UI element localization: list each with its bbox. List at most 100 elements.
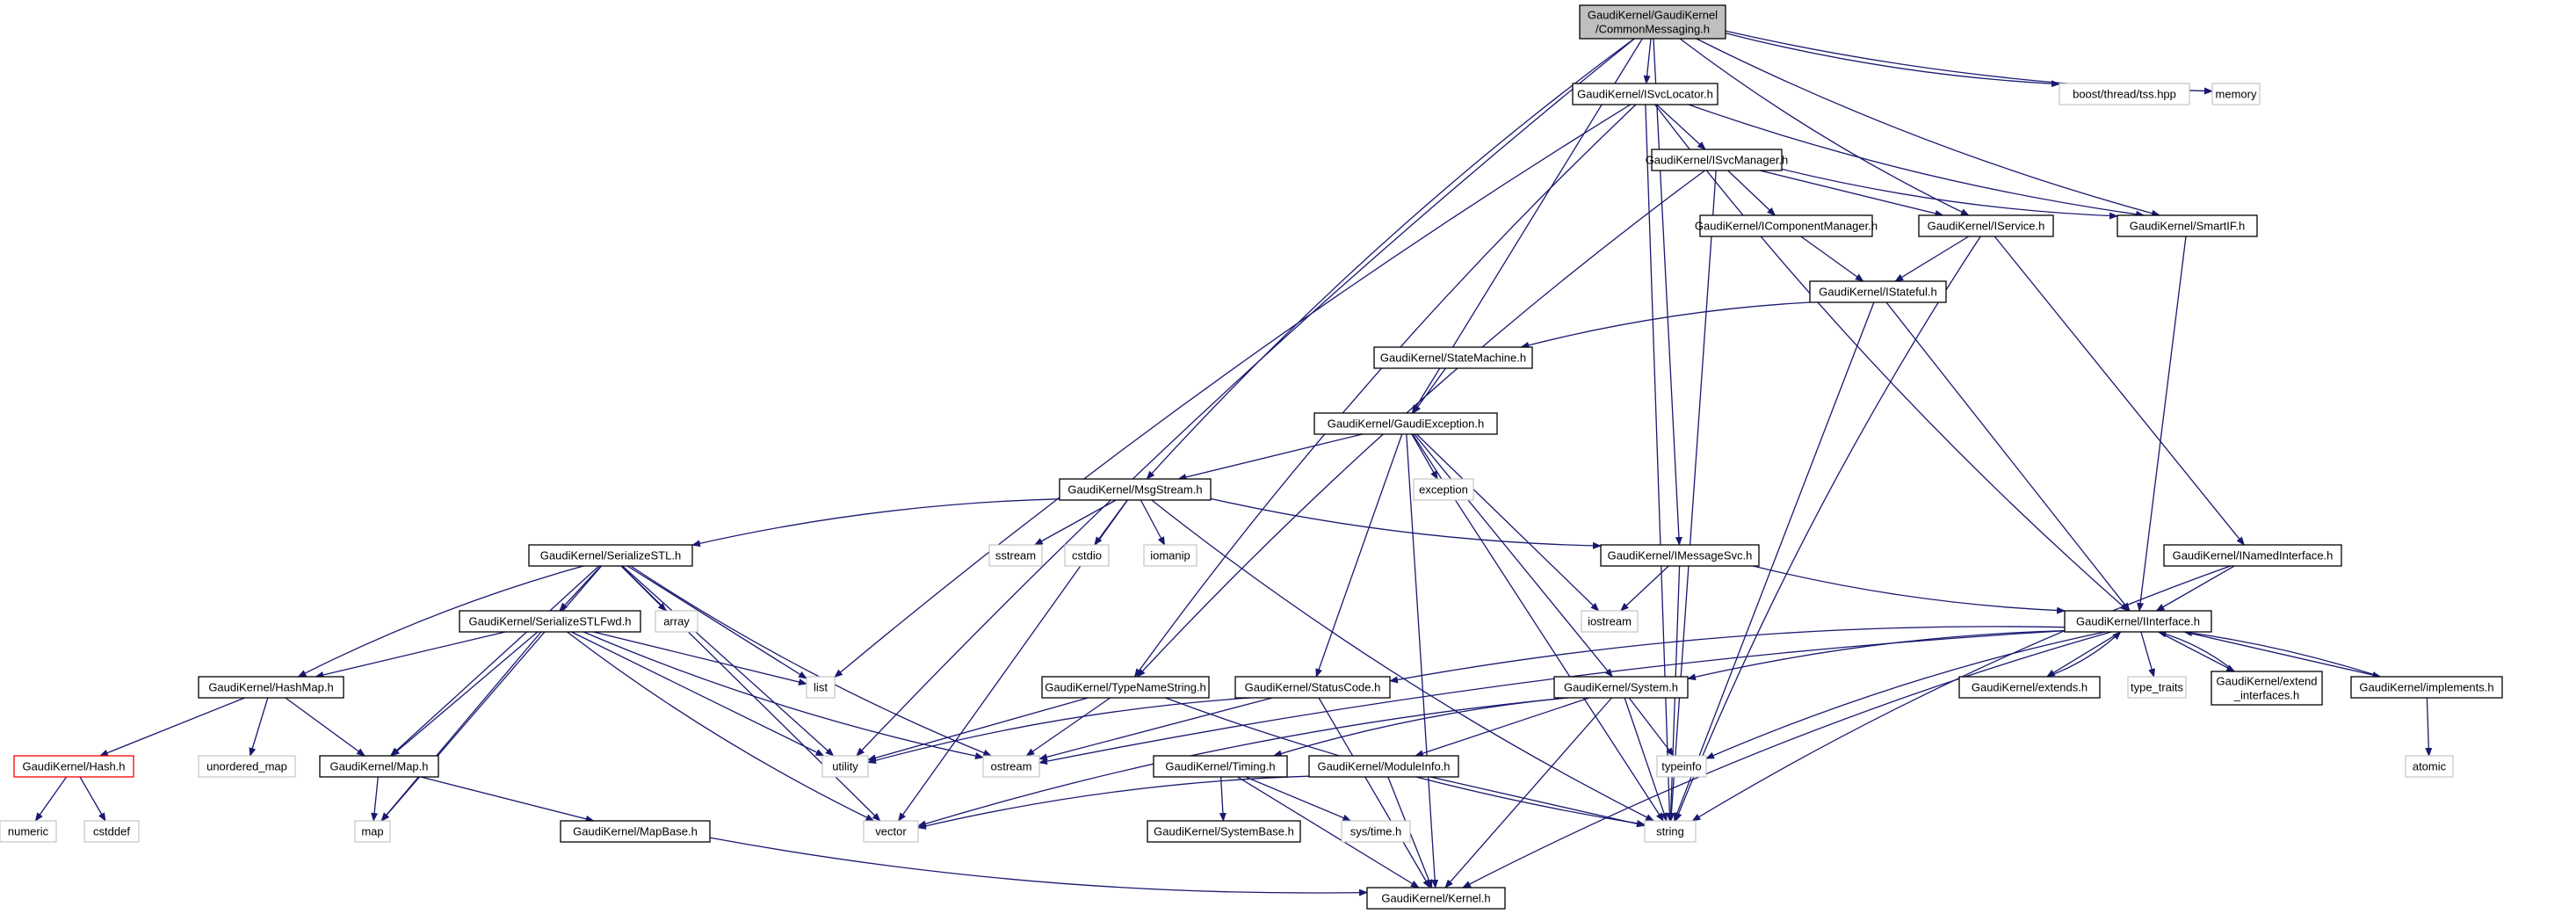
node-statemachine[interactable]: GaudiKernel/StateMachine.h xyxy=(1373,346,1533,369)
node-hash[interactable]: GaudiKernel/Hash.h xyxy=(13,755,134,778)
node-typeinfo: typeinfo xyxy=(1656,755,1707,778)
node-box xyxy=(2064,610,2212,633)
edge-line xyxy=(621,565,835,757)
node-timing[interactable]: GaudiKernel/Timing.h xyxy=(1153,755,1288,778)
edge-line xyxy=(593,631,807,686)
edge-isvcmanager-to-icomponentmanager xyxy=(1727,170,1776,216)
node-label: GaudiKernel/SerializeSTL.h xyxy=(540,549,681,562)
node-label: numeric xyxy=(8,825,49,838)
node-box xyxy=(528,544,693,567)
node-box xyxy=(2211,83,2261,105)
edge-line xyxy=(567,631,875,822)
edge-line xyxy=(249,697,269,757)
node-isvclocator[interactable]: GaudiKernel/ISvcLocator.h xyxy=(1572,83,1719,105)
edge-imessagesvc-to-iinterface xyxy=(1753,565,2066,614)
node-utility: utility xyxy=(821,755,869,778)
node-extends[interactable]: GaudiKernel/extends.h xyxy=(1958,676,2101,699)
edge-line xyxy=(2155,565,2235,612)
node-box xyxy=(2350,676,2503,699)
node-system[interactable]: GaudiKernel/System.h xyxy=(1553,676,1689,699)
node-serializestl[interactable]: GaudiKernel/SerializeSTL.h xyxy=(528,544,693,567)
node-isvcmanager[interactable]: GaudiKernel/ISvcManager.h xyxy=(1646,149,1789,171)
edge-line xyxy=(1994,236,2245,546)
node-label: GaudiKernel/Timing.h xyxy=(1165,760,1275,773)
edge-line xyxy=(315,631,506,678)
edge-root-to-msgstream xyxy=(1146,38,1635,480)
node-iomanip: iomanip xyxy=(1143,544,1198,567)
edge-line xyxy=(297,565,584,678)
node-box xyxy=(1651,149,1783,171)
node-imessagesvc[interactable]: GaudiKernel/IMessageSvc.h xyxy=(1600,544,1760,567)
edge-iinterface-to-kernel xyxy=(1462,631,2112,889)
edge-system-to-typeinfo xyxy=(1628,697,1675,757)
node-map_h[interactable]: GaudiKernel/Map.h xyxy=(319,755,439,778)
edge-line xyxy=(1668,170,1717,822)
node-icomponentmanager[interactable]: GaudiKernel/IComponentManager.h xyxy=(1695,214,1878,237)
node-kernel[interactable]: GaudiKernel/Kernel.h xyxy=(1366,887,1506,910)
node-box xyxy=(2211,671,2323,706)
node-exception: exception xyxy=(1413,478,1474,501)
node-box xyxy=(1553,676,1689,699)
edge-iservice-to-inamedinterface xyxy=(1994,236,2245,546)
edge-serializestl-to-list xyxy=(626,565,807,679)
edge-gaudiexception-to-msgstream xyxy=(1177,433,1363,481)
edge-isvcmanager-to-string xyxy=(1668,170,1717,822)
node-label: GaudiKernel/extend xyxy=(2217,675,2318,688)
edge-line xyxy=(856,38,1635,757)
node-string: string xyxy=(1644,820,1697,843)
node-serializestlfwd[interactable]: GaudiKernel/SerializeSTLFwd.h xyxy=(459,610,641,633)
node-label: ostream xyxy=(991,760,1032,773)
node-extend_interfaces[interactable]: GaudiKernel/extend_interfaces.h xyxy=(2211,671,2323,706)
node-label: sys/time.h xyxy=(1350,825,1402,838)
edge-hash-to-cstddef xyxy=(79,776,106,822)
node-label: GaudiKernel/MapBase.h xyxy=(573,825,698,838)
edge-line xyxy=(2140,631,2155,678)
edge-line xyxy=(1654,104,2130,612)
edge-statemachine-to-gaudiexception xyxy=(1413,367,1446,414)
edge-line xyxy=(1177,433,1363,481)
node-istateful[interactable]: GaudiKernel/IStateful.h xyxy=(1809,280,1947,303)
edge-msgstream-to-serializestl xyxy=(691,498,1060,548)
node-msgstream[interactable]: GaudiKernel/MsgStream.h xyxy=(1059,478,1212,501)
node-label: GaudiKernel/IInterface.h xyxy=(2076,615,2200,628)
node-map: map xyxy=(354,820,391,843)
edge-line xyxy=(79,776,106,822)
node-mapbase[interactable]: GaudiKernel/MapBase.h xyxy=(560,820,711,843)
edge-root-to-memory xyxy=(1725,30,2213,95)
edge-line xyxy=(380,631,542,822)
node-box xyxy=(982,755,1040,778)
edge-serializestlfwd-to-map xyxy=(380,631,542,822)
node-systembase[interactable]: GaudiKernel/SystemBase.h xyxy=(1147,820,1301,843)
edge-statuscode-to-utility xyxy=(867,697,1251,765)
node-moduleinfo[interactable]: GaudiKernel/ModuleInfo.h xyxy=(1308,755,1459,778)
edge-line xyxy=(285,697,365,757)
edge-line xyxy=(1725,33,2060,88)
edge-line xyxy=(1389,626,2066,684)
node-typenamestring[interactable]: GaudiKernel/TypeNameString.h xyxy=(1041,676,1210,699)
node-box xyxy=(1581,610,1639,633)
node-inamedinterface[interactable]: GaudiKernel/INamedInterface.h xyxy=(2163,544,2342,567)
node-label: sstream xyxy=(995,549,1036,562)
node-implements[interactable]: GaudiKernel/implements.h xyxy=(2350,676,2503,699)
node-box xyxy=(2405,755,2454,778)
edge-root-to-utility xyxy=(856,38,1635,757)
edge-line xyxy=(1781,168,2118,220)
node-iinterface[interactable]: GaudiKernel/IInterface.h xyxy=(2064,610,2212,633)
node-hashmap[interactable]: GaudiKernel/HashMap.h xyxy=(198,676,344,699)
node-statuscode[interactable]: GaudiKernel/StatusCode.h xyxy=(1234,676,1391,699)
node-label: array xyxy=(663,615,690,628)
node-iservice[interactable]: GaudiKernel/IService.h xyxy=(1918,214,2054,237)
edge-extends-to-iinterface xyxy=(2046,631,2122,678)
node-smartif[interactable]: GaudiKernel/SmartIF.h xyxy=(2117,214,2258,237)
node-box xyxy=(1699,214,1873,237)
edge-statuscode-to-kernel xyxy=(1318,697,1431,889)
edge-line xyxy=(1894,236,1970,282)
edge-moduleinfo-to-vector xyxy=(917,775,1310,830)
edge-line xyxy=(582,631,984,759)
edge-serializestl-to-map xyxy=(380,565,603,822)
node-gaudiexception[interactable]: GaudiKernel/GaudiException.h xyxy=(1313,412,1498,435)
node-box xyxy=(1313,412,1498,435)
node-threadtss: boost/thread/tss.hpp xyxy=(2059,83,2190,105)
edge-line xyxy=(1656,104,1706,150)
edge-line xyxy=(389,565,600,757)
